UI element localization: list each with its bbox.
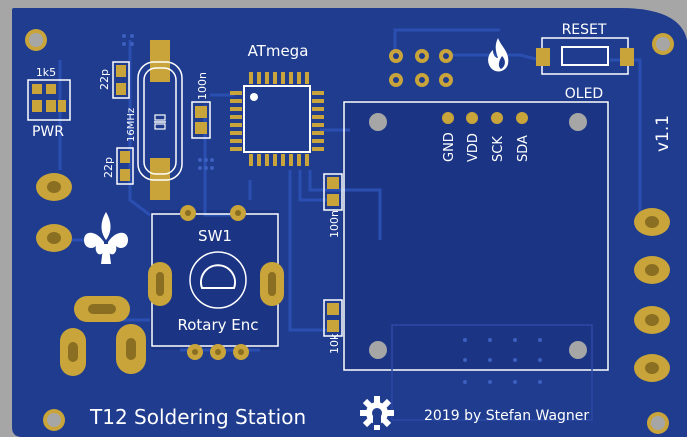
mcu-pin (273, 72, 277, 84)
oled-module: GND VDD SCK SDA (343, 101, 609, 421)
cap-22p-top: 22p (98, 61, 130, 99)
mcu-pin (230, 131, 242, 135)
mcu-pin (312, 99, 324, 103)
mcu-pin (305, 72, 309, 84)
power-input-pads (36, 173, 72, 252)
label-16mhz: 16MHz (126, 108, 137, 142)
mcu-pin (281, 72, 285, 84)
fleur-de-lis-icon (84, 212, 128, 264)
label-rotary-enc: Rotary Enc (177, 316, 258, 334)
mcu-pin (230, 123, 242, 127)
mcu-pin (230, 107, 242, 111)
label-sda: SDA (516, 135, 531, 162)
label-pwr: PWR (32, 124, 64, 140)
label-22p-bottom: 22p (102, 157, 115, 178)
mcu-pin (312, 123, 324, 127)
label-100n-side: 100n (328, 210, 341, 238)
label-title: T12 Soldering Station (89, 405, 306, 429)
label-1k5: 1k5 (36, 66, 56, 79)
label-version: v1.1 (653, 115, 673, 152)
mcu-pin (265, 72, 269, 84)
mcu-pin (289, 154, 293, 166)
mcu-pin (249, 154, 253, 166)
label-22p-top: 22p (98, 69, 111, 90)
fire-icon (488, 38, 509, 72)
mcu-pin (305, 154, 309, 166)
dc-jack-pads (60, 296, 146, 376)
power-led-block: 1k5 PWR (27, 66, 71, 140)
open-hardware-gear-icon (360, 396, 394, 430)
crystal-16mhz: 16MHz (126, 40, 183, 200)
label-gnd: GND (442, 132, 457, 162)
mcu-pin (289, 72, 293, 84)
label-sck: SCK (491, 136, 506, 162)
mcu-pin (273, 154, 277, 166)
cap-22p-bottom: 22p (102, 147, 134, 185)
mcu-pin (297, 154, 301, 166)
mcu-pin (312, 107, 324, 111)
mcu-pin (230, 147, 242, 151)
mcu-atmega: ATmega (230, 42, 324, 166)
cap-100n-mcu: 100n (191, 72, 211, 139)
label-atmega: ATmega (248, 42, 309, 60)
isp-header (389, 49, 453, 87)
mcu-pin (265, 154, 269, 166)
mcu-pin (230, 139, 242, 143)
label-vdd: VDD (466, 133, 481, 162)
mcu-pin (257, 154, 261, 166)
mcu-pin (230, 99, 242, 103)
label-reset: RESET (562, 22, 607, 38)
mcu-pin (230, 115, 242, 119)
mcu-pin (312, 91, 324, 95)
rotary-encoder: SW1 Rotary Enc (148, 205, 284, 360)
label-10k: 10k (328, 333, 341, 354)
mcu-pin (230, 91, 242, 95)
mcu-pin (281, 154, 285, 166)
heater-connector-pads (634, 208, 670, 382)
mcu-pin (249, 72, 253, 84)
mcu-pin (297, 72, 301, 84)
mcu-pin (312, 131, 324, 135)
label-100n-mcu: 100n (196, 72, 209, 100)
reset-button-footprint: RESET OLED (536, 22, 634, 102)
vias (122, 34, 214, 170)
mounting-holes (25, 29, 674, 434)
mcu-pin (312, 139, 324, 143)
label-credit: 2019 by Stefan Wagner (424, 408, 589, 424)
mcu-pin (312, 115, 324, 119)
label-oled: OLED (565, 86, 603, 102)
resistor-10k: 10k (323, 299, 343, 354)
mcu-pin (257, 72, 261, 84)
mcu-pin (312, 147, 324, 151)
cap-100n-side: 100n (323, 173, 343, 238)
label-sw1: SW1 (198, 227, 232, 245)
